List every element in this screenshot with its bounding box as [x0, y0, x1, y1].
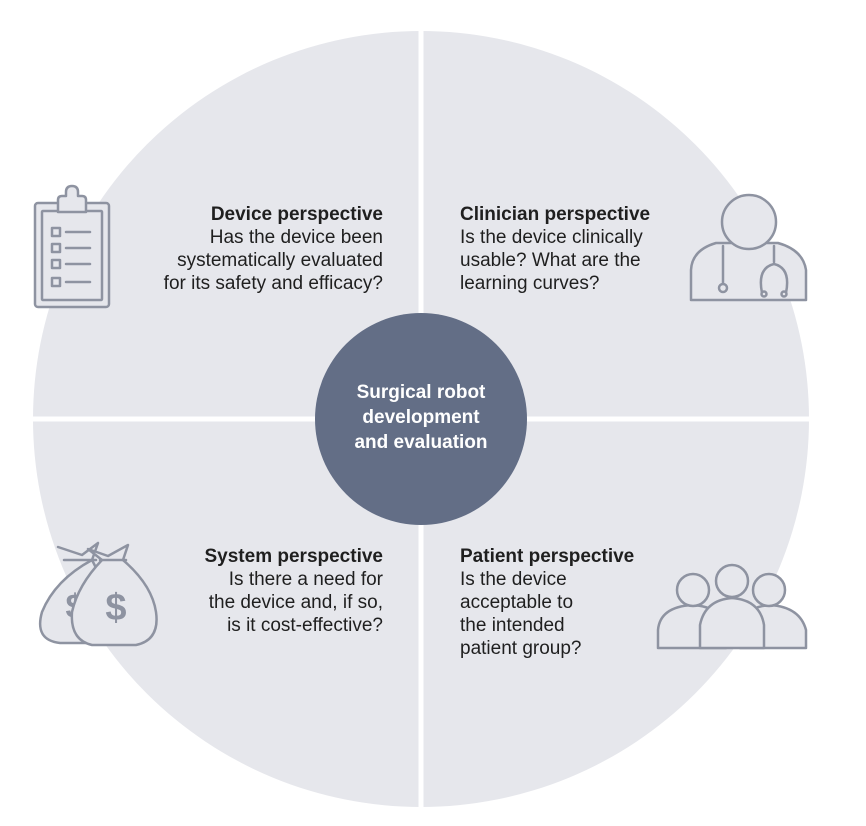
center-label: Surgical robot development and evaluatio… [354, 382, 488, 453]
device-perspective: Device perspective Has the device been s… [164, 203, 383, 295]
svg-text:$: $ [105, 587, 126, 629]
center-circle [315, 313, 527, 525]
device-title: Device perspective [210, 204, 383, 225]
patient-perspective: Patient perspective Is the device accept… [460, 545, 634, 660]
system-perspective: System perspective Is there a need for t… [205, 545, 384, 637]
patient-title: Patient perspective [460, 546, 635, 567]
patient-group-icon [656, 563, 808, 650]
clinician-body: Is the device clinically usable? What ar… [460, 227, 643, 294]
clinician-title: Clinician perspective [460, 204, 651, 225]
device-body: Has the device been systematically evalu… [163, 227, 383, 294]
clinician-perspective: Clinician perspective Is the device clin… [460, 203, 650, 295]
system-body: Is there a need for the device and, if s… [208, 569, 383, 636]
clipboard-checklist-icon [33, 184, 111, 309]
money-bags-icon: $ $ [38, 541, 158, 647]
system-title: System perspective [204, 546, 384, 567]
patient-body: Is the device acceptable to the intended… [460, 569, 582, 659]
doctor-stethoscope-icon [689, 193, 808, 302]
